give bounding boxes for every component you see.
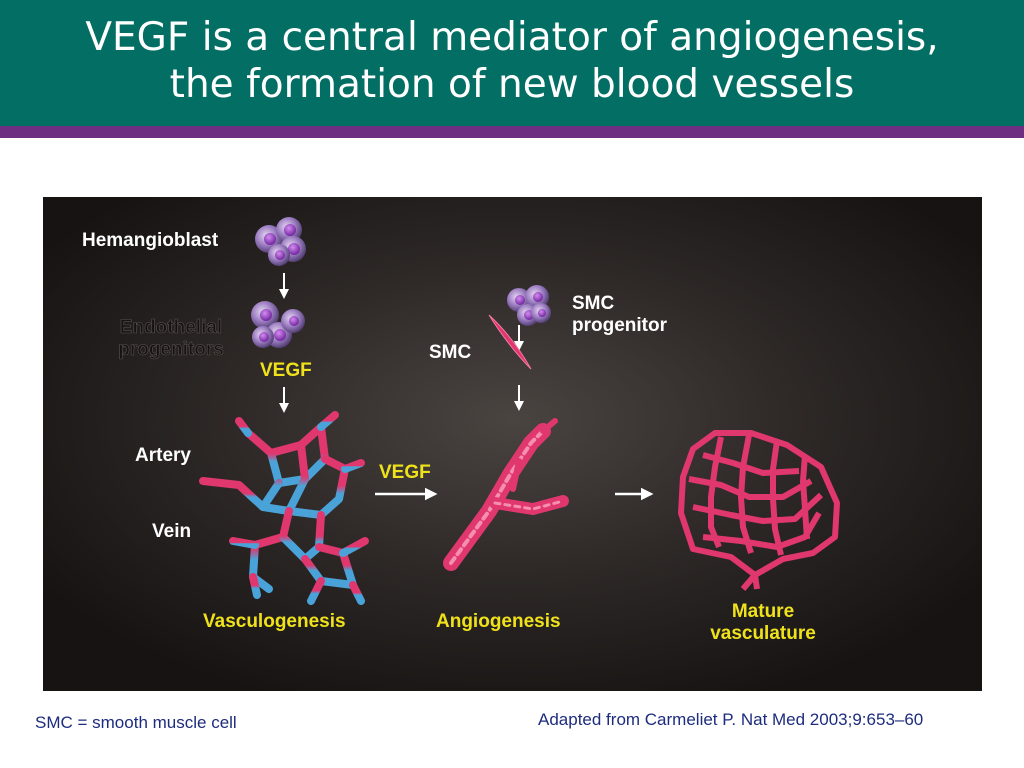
mature-vasculature-icon <box>678 430 840 591</box>
mature-vasculature-label-line-2: vasculature <box>710 623 816 644</box>
endothelial-progenitor-cells-icon <box>251 301 305 348</box>
angiogenesis-label: Angiogenesis <box>436 611 561 632</box>
mature-vasculature-label: Mature vasculature <box>683 601 843 645</box>
hemangioblast-label: Hemangioblast <box>82 230 219 251</box>
citation-footnote: Adapted from Carmeliet P. Nat Med 2003;9… <box>538 710 924 729</box>
endothelial-progenitors-label-line-1: Endothelial <box>119 317 223 339</box>
smooth-muscle-cell-icon <box>488 314 532 370</box>
endothelial-progenitors-label-line-2: progenitors <box>118 339 224 361</box>
endothelial-progenitors-label: Endothelial progenitors <box>101 317 241 361</box>
title-bar <box>0 0 1024 126</box>
vein-label: Vein <box>152 521 192 542</box>
hemangioblast-cells-icon <box>255 217 306 266</box>
vessel-formation-diagram: Hemangioblast Endothelial progenitors VE… <box>43 197 982 691</box>
artery-label: Artery <box>135 445 191 466</box>
smc-progenitor-label-line-1: SMC <box>572 293 615 314</box>
slide-title-line-1: VEGF is a central mediator of angiogenes… <box>85 15 939 60</box>
slide-title: VEGF is a central mediator of angiogenes… <box>0 14 1024 108</box>
diagram-artwork <box>199 217 840 605</box>
vegf-arrow-label: VEGF <box>379 462 431 483</box>
slide-title-line-2: the formation of new blood vessels <box>169 62 855 107</box>
smc-progenitor-label: SMC progenitor <box>572 293 667 337</box>
angiogenesis-vessel-icon <box>443 418 569 571</box>
smc-progenitor-label-line-2: progenitor <box>572 315 667 336</box>
vasculogenesis-label: Vasculogenesis <box>203 611 346 632</box>
vegf-label: VEGF <box>260 360 312 381</box>
title-accent-stripe <box>0 126 1024 138</box>
mature-vasculature-label-line-1: Mature <box>731 601 795 622</box>
abbreviation-footnote: SMC = smooth muscle cell <box>35 713 237 732</box>
smc-progenitor-cells-icon <box>507 285 551 326</box>
vasculogenesis-network-icon <box>199 411 369 605</box>
smc-label: SMC <box>429 342 472 363</box>
